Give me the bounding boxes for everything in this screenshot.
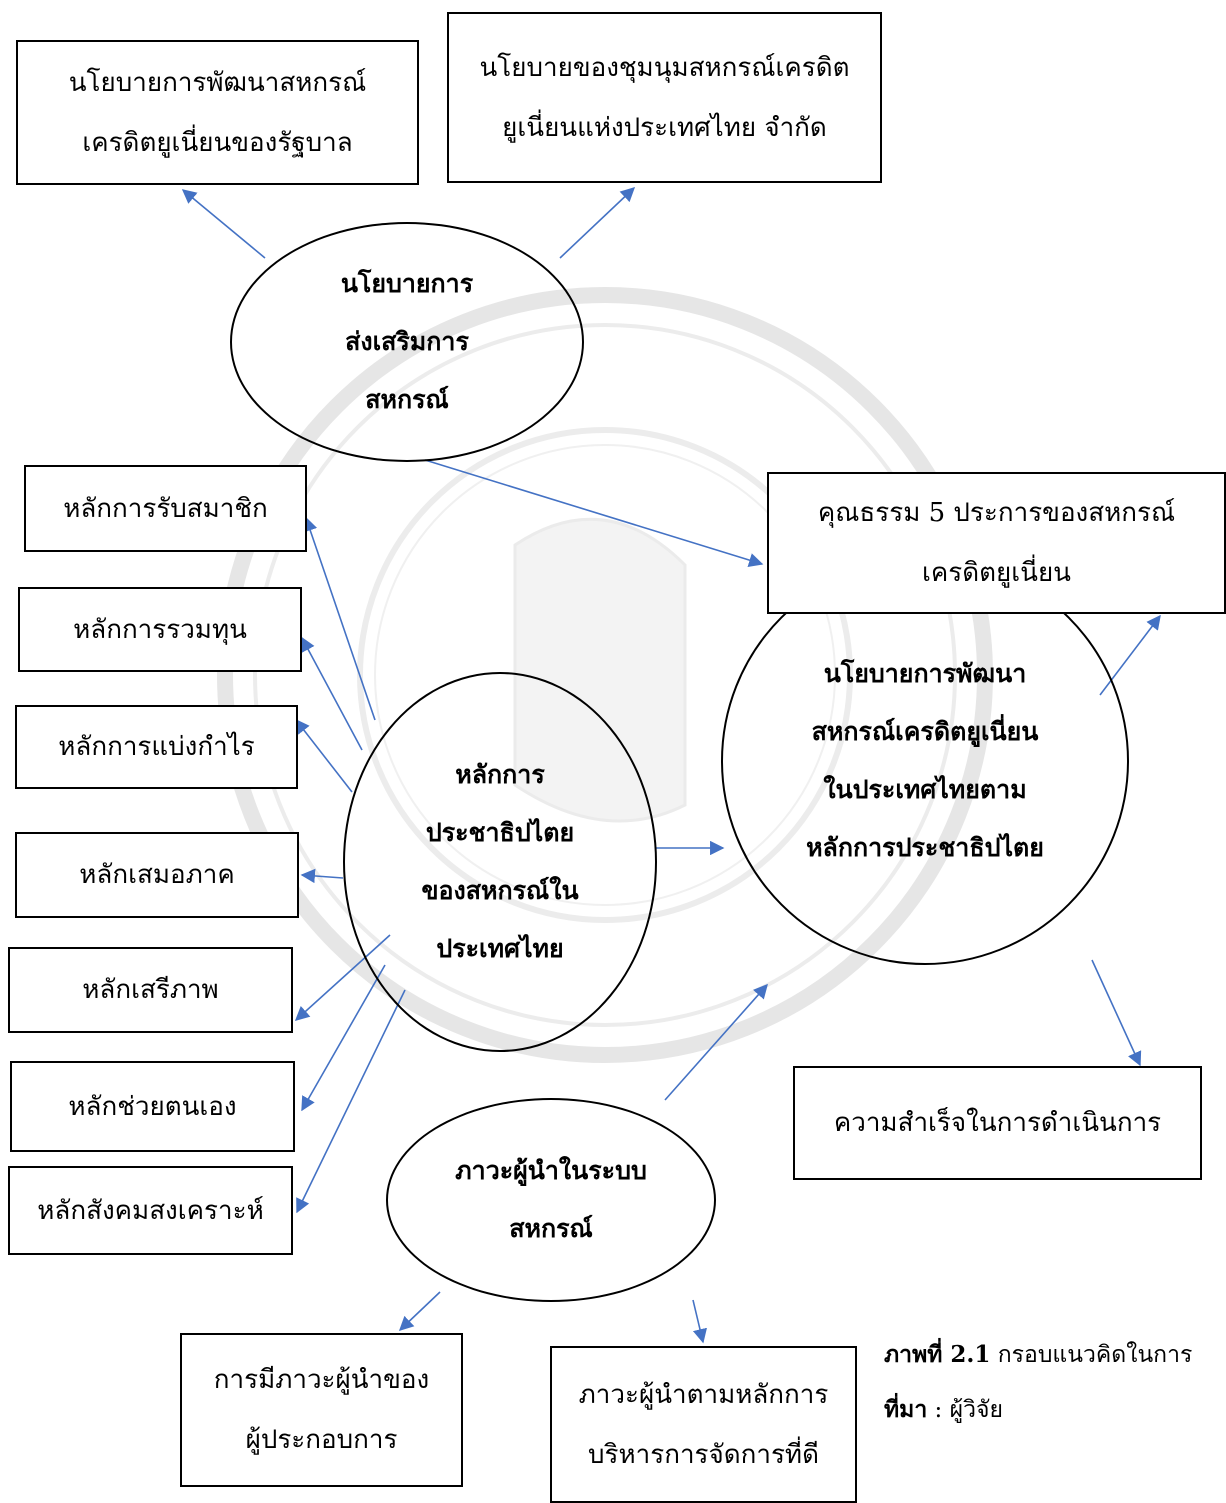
arrow-leadership-to-governance: [692, 1299, 708, 1344]
box-gov-policy-line-1: นโยบายการพัฒนาสหกรณ์: [68, 67, 367, 98]
box-principle-equality: หลักเสมอภาค: [15, 832, 299, 918]
circle-promotion-line-1: นโยบายการ: [340, 269, 474, 298]
principle-profit-label: หลักการแบ่งกำไร: [58, 732, 255, 762]
box-league-policy-line-1: นโยบายของชุมนุมสหกรณ์เครดิต: [479, 52, 850, 83]
box-five-virtues: คุณธรรม 5 ประการของสหกรณ์ เครดิตยูเนี่ยน: [767, 472, 1226, 614]
box-operational-success: ความสำเร็จในการดำเนินการ: [793, 1066, 1202, 1180]
circle-democratic-principles: หลักการ ประชาธิปไตย ของสหกรณ์ใน ประเทศไท…: [343, 672, 657, 1052]
arrow-promotion-to-development: [424, 459, 764, 568]
box-operator-leadership: การมีภาวะผู้นำของ ผู้ประกอบการ: [180, 1333, 463, 1487]
circle-leadership-line-2: สหกรณ์: [509, 1214, 593, 1243]
box-principle-freedom: หลักเสรีภาพ: [8, 947, 293, 1033]
arrow-leadership-to-operator: [398, 1291, 441, 1331]
box-success-label: ความสำเร็จในการดำเนินการ: [833, 1108, 1162, 1138]
principle-social-welfare-label: หลักสังคมสงเคราะห์: [37, 1195, 264, 1226]
source-label: ที่มา: [884, 1396, 928, 1423]
figure-label: ภาพที่ 2.1: [884, 1341, 991, 1368]
principle-self-help-label: หลักช่วยตนเอง: [68, 1091, 237, 1122]
arrow-democracy-to-social-welfare: [296, 989, 406, 1214]
box-virtues-line-1: คุณธรรม 5 ประการของสหกรณ์: [817, 498, 1176, 528]
arrow-democracy-to-self-help: [301, 964, 386, 1112]
arrow-democracy-to-profit: [295, 718, 353, 793]
arrow-development-to-success: [1091, 959, 1142, 1067]
circle-leadership-line-1: ภาวะผู้นำในระบบ: [455, 1156, 647, 1185]
circle-cooperative-promotion-policy: นโยบายการ ส่งเสริมการ สหกรณ์: [230, 222, 584, 462]
figure-caption-text: กรอบแนวคิดในการ: [990, 1342, 1193, 1368]
arrow-democracy-to-capital: [301, 636, 363, 751]
circle-development-line-4: หลักการประชาธิปไตย: [806, 833, 1044, 862]
circle-promotion-line-3: สหกรณ์: [365, 385, 449, 414]
principle-capital-label: หลักการรวมทุน: [73, 614, 247, 645]
circle-development-policy: นโยบายการพัฒนา สหกรณ์เครดิตยูเนี่ยน ในปร…: [721, 557, 1129, 965]
circle-democracy-line-3: ของสหกรณ์ใน: [421, 876, 579, 905]
circle-democracy-line-4: ประเทศไทย: [436, 934, 564, 963]
box-principle-profit-sharing: หลักการแบ่งกำไร: [15, 705, 298, 789]
box-gov-credit-union-policy: นโยบายการพัฒนาสหกรณ์ เครดิตยูเนี่ยนของรั…: [16, 40, 419, 185]
box-league-policy: นโยบายของชุมนุมสหกรณ์เครดิต ยูเนี่ยนแห่ง…: [447, 12, 882, 183]
arrow-promotion-to-gov-policy: [181, 189, 266, 259]
box-gov-policy-line-2: เครดิตยูเนี่ยนของรัฐบาล: [82, 127, 353, 158]
box-league-policy-line-2: ยูเนี่ยนแห่งประเทศไทย จำกัด: [502, 112, 827, 143]
box-governance-line-2: บริหารการจัดการที่ดี: [588, 1439, 819, 1470]
box-principle-membership: หลักการรับสมาชิก: [24, 465, 307, 552]
principle-equality-label: หลักเสมอภาค: [79, 860, 235, 890]
circle-development-line-3: ในประเทศไทยตาม: [823, 775, 1027, 804]
box-governance-line-1: ภาวะผู้นำตามหลักการ: [578, 1379, 829, 1410]
box-operator-line-2: ผู้ประกอบการ: [245, 1425, 398, 1455]
box-principle-capital: หลักการรวมทุน: [18, 587, 302, 672]
source-caption: ที่มา : ผู้วิจัย: [884, 1392, 1003, 1428]
source-text: : ผู้วิจัย: [927, 1397, 1003, 1423]
arrow-democracy-to-receive-members: [303, 516, 376, 721]
circle-democracy-line-2: ประชาธิปไตย: [425, 818, 575, 847]
arrow-democracy-to-equality: [300, 868, 344, 884]
box-principle-self-help: หลักช่วยตนเอง: [10, 1061, 295, 1152]
circle-promotion-line-2: ส่งเสริมการ: [345, 327, 469, 356]
principle-freedom-label: หลักเสรีภาพ: [82, 975, 219, 1005]
figure-caption: ภาพที่ 2.1 กรอบแนวคิดในการ: [884, 1337, 1192, 1373]
box-principle-social-welfare: หลักสังคมสงเคราะห์: [8, 1166, 293, 1255]
arrow-leadership-to-development: [664, 983, 768, 1101]
box-operator-line-1: การมีภาวะผู้นำของ: [213, 1365, 430, 1395]
principle-membership-label: หลักการรับสมาชิก: [63, 493, 268, 524]
circle-democracy-line-1: หลักการ: [455, 760, 545, 789]
box-good-governance-leadership: ภาวะผู้นำตามหลักการ บริหารการจัดการที่ดี: [550, 1346, 857, 1503]
circle-cooperative-leadership: ภาวะผู้นำในระบบ สหกรณ์: [386, 1098, 716, 1302]
arrow-promotion-to-league-policy: [559, 187, 636, 259]
box-virtues-line-2: เครดิตยูเนี่ยน: [922, 558, 1071, 588]
circle-development-line-2: สหกรณ์เครดิตยูเนี่ยน: [811, 717, 1039, 746]
circle-development-line-1: นโยบายการพัฒนา: [823, 659, 1027, 688]
